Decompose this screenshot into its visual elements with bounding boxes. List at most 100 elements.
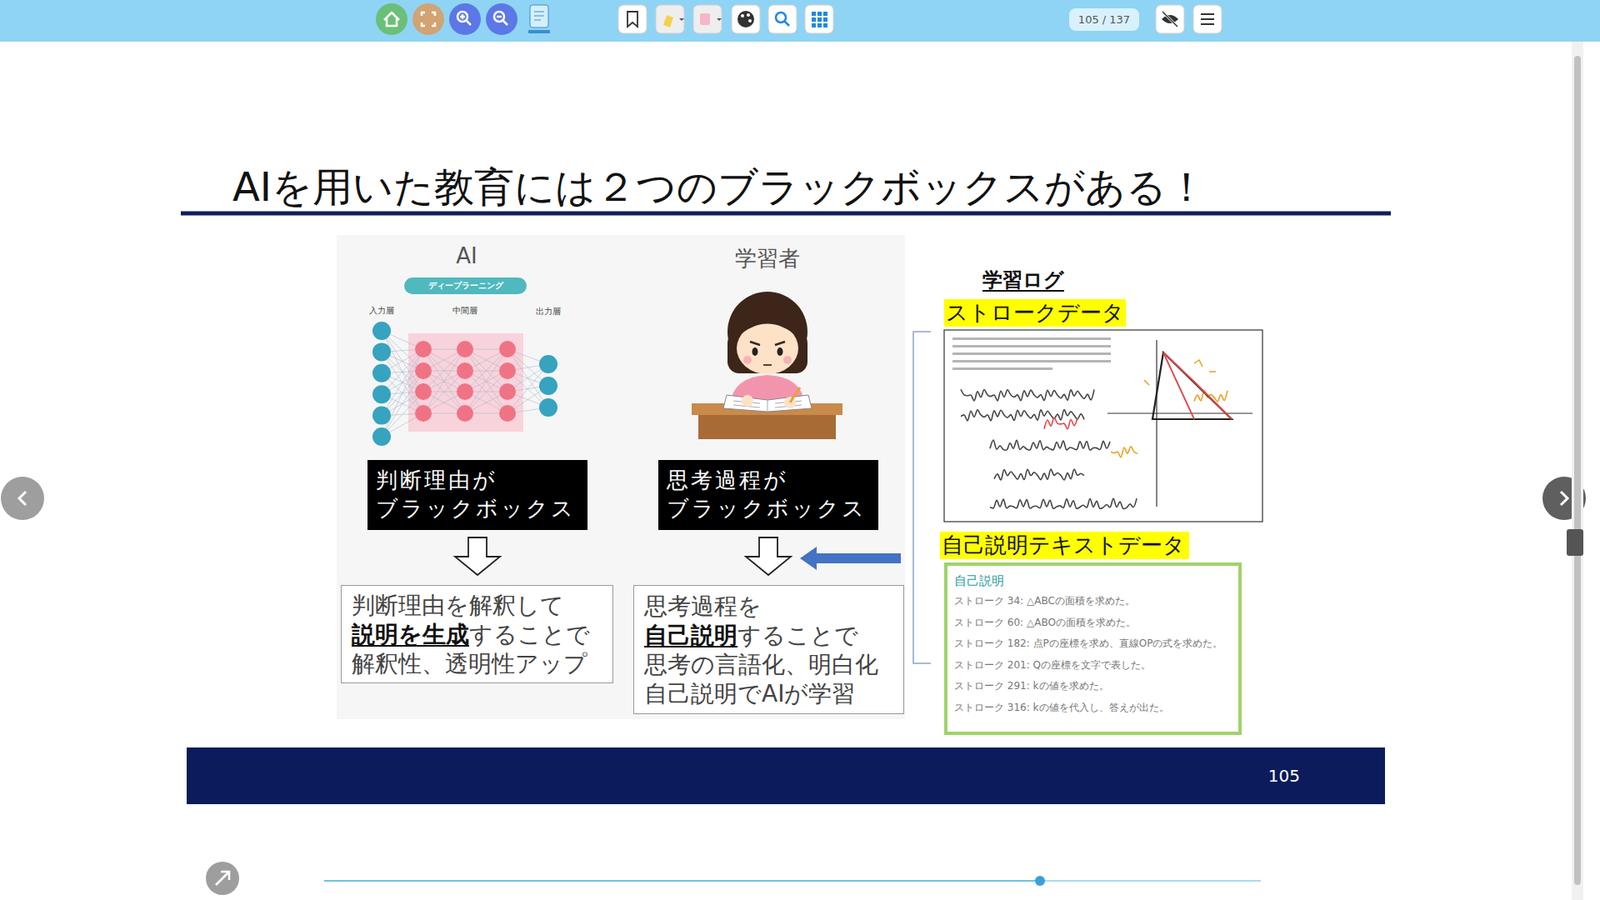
- blackbox-label: 思考過程が ブラックボックス: [658, 460, 879, 530]
- node-text: ストローク 182: 点Pの座標を求め、直線OPの式を求めた。: [954, 633, 1224, 655]
- logo-icon: [528, 30, 550, 34]
- eraser-button: [716, 18, 722, 21]
- stroke-image: [944, 330, 1263, 522]
- grid-button: [811, 23, 816, 28]
- logo-icon: [528, 5, 550, 34]
- stroke-image: [990, 440, 1110, 450]
- palette-button: [731, 5, 760, 34]
- learner-figure: [790, 387, 800, 403]
- node-text: 自己説明テキストデータ: [941, 531, 1185, 560]
- stroke-image: [944, 330, 1263, 522]
- home-button: [384, 12, 400, 26]
- logo-icon: [530, 5, 549, 28]
- bookmark-button: [618, 5, 647, 34]
- network-figure: [456, 405, 474, 422]
- footer-band: 105: [186, 747, 1385, 805]
- grid-button: [811, 11, 816, 16]
- menu-button: [1200, 14, 1215, 25]
- search-button: [784, 20, 790, 26]
- network-figure: [372, 342, 391, 361]
- learner-figure: [736, 310, 799, 338]
- node-text: ストローク 201: Qの座標を文字で表した。: [954, 655, 1151, 677]
- learner-figure: [743, 355, 752, 365]
- stroke-image: [1110, 446, 1138, 458]
- grid-button: [817, 23, 822, 28]
- search-button: [768, 5, 797, 34]
- network-figure: [456, 340, 474, 358]
- highlighter-button: [655, 5, 685, 34]
- node-text: 判断理由を解釈して 説明を生成することで 解釈性、透明性アップ: [351, 590, 603, 679]
- share-button: [205, 861, 240, 895]
- progress-fill: [324, 880, 1040, 882]
- network-figure: [381, 349, 424, 416]
- emphasis: 説明を生成: [351, 620, 470, 649]
- figure-label: 学習ログ: [982, 266, 1065, 294]
- toolbar: [0, 0, 1600, 42]
- fullscreen-button: [412, 3, 445, 35]
- scrollbar-track: [1571, 41, 1584, 900]
- prev-button: [0, 476, 45, 520]
- menu-button: [1193, 5, 1222, 34]
- learner-figure: [783, 355, 792, 365]
- blackbox-label: 判断理由が ブラックボックス: [367, 460, 588, 530]
- home-button: [375, 3, 408, 35]
- node-text: 105 / 137: [1078, 13, 1130, 26]
- network-figure: [465, 349, 508, 414]
- result-box: 思考過程を 自己説明することで 思考の言語化、明白化 自己説明でAIが学習: [633, 585, 905, 715]
- grid-button: [805, 5, 834, 34]
- palette-button: [737, 10, 755, 28]
- share-button: [215, 871, 230, 885]
- learner-figure: [750, 341, 785, 345]
- next-button: [1560, 491, 1568, 505]
- pill-label: ディープラーニング: [404, 277, 527, 295]
- hide-button: [1162, 11, 1178, 27]
- node-text: 思考過程を 自己説明することで 思考の言語化、明白化 自己説明でAIが学習: [644, 591, 894, 709]
- flow-arrow: [455, 537, 500, 575]
- home-button: [375, 3, 408, 35]
- stroke-image: [952, 352, 1111, 355]
- node-text: ストローク 60: △ABOの面積を求めた。: [954, 612, 1136, 635]
- stroke-image: [952, 337, 1111, 370]
- logo-icon: [534, 11, 545, 20]
- network-figure: [456, 362, 474, 380]
- learner-figure: [752, 347, 759, 356]
- stroke-image: [1144, 360, 1216, 385]
- network-figure: [539, 376, 558, 395]
- hide-button: [1155, 5, 1185, 34]
- bookmark-button: [618, 5, 647, 34]
- figure-label: 入力層: [369, 305, 395, 317]
- network-figure: [465, 349, 508, 414]
- learner-figure: [723, 395, 812, 412]
- stroke-image: [1107, 340, 1253, 507]
- network-figure: [372, 321, 391, 340]
- grid-button: [823, 17, 828, 22]
- learner-figure: [698, 415, 836, 440]
- node-text: ディープラーニング: [428, 280, 504, 292]
- highlight-label: ストロークデータ: [944, 299, 1126, 327]
- title-rule: [180, 211, 1391, 216]
- flow-arrow: [745, 537, 791, 575]
- node-text: ストローク 316: kの値を代入し、答えが出た。: [954, 697, 1170, 720]
- grid-button: [817, 11, 822, 16]
- learner-figure: [763, 364, 772, 366]
- fullscreen-button: [421, 12, 435, 26]
- network-figure: [415, 383, 432, 400]
- network-figure: [372, 321, 558, 446]
- progress-track: [324, 880, 1261, 882]
- side-tab: [1566, 529, 1584, 556]
- stroke-image: [1152, 352, 1232, 420]
- menu-button: [1193, 5, 1222, 34]
- network-figure: [499, 362, 516, 380]
- network-figure: [372, 427, 391, 446]
- bookmark-button: [627, 11, 638, 27]
- network-figure: [408, 333, 524, 432]
- node-text: 判断理由が ブラックボックス: [375, 466, 580, 524]
- stroke-image: [1044, 417, 1078, 430]
- zoom-out-button: [485, 3, 518, 35]
- zoom-in-button: [449, 3, 481, 35]
- network-figure: [415, 405, 432, 422]
- palette-button: [740, 14, 745, 18]
- network-figure: [539, 355, 558, 374]
- stroke-image: [952, 345, 1111, 348]
- figure-label: 学習者: [735, 244, 800, 274]
